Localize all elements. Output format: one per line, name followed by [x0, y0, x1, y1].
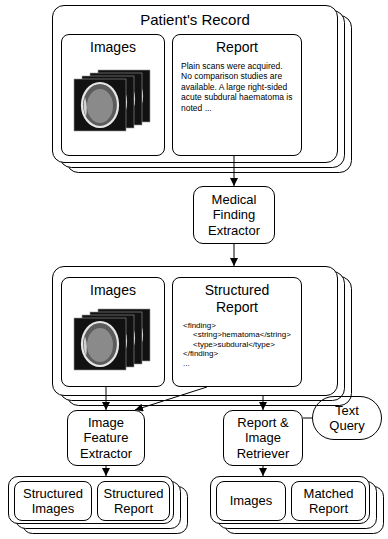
node-label: Medical Finding Extractor: [194, 192, 274, 238]
skull: [98, 316, 134, 360]
skull: [90, 319, 126, 363]
skull: [106, 74, 142, 118]
brain: [95, 86, 121, 120]
node-label: Patient's Record: [53, 6, 337, 29]
record-stack: Images Structured Report<finding><string>…: [52, 266, 338, 396]
ct-frame: [90, 73, 142, 125]
process-box: Image Feature Extractor: [67, 410, 145, 466]
connector-arrow: [234, 244, 235, 266]
brain: [103, 83, 129, 117]
query-ellipse: Text Query: [312, 396, 382, 440]
ct-slice: [82, 76, 134, 128]
node-body-text: </finding>: [173, 349, 301, 358]
ct-frame: [90, 312, 142, 364]
node-label: Report & Image Retriever: [224, 415, 302, 461]
node-label: Text Query: [313, 403, 381, 434]
stack-sheet: [53, 6, 338, 163]
connector-arrow: [263, 396, 264, 410]
skull: [82, 322, 118, 366]
connector-arrow: [303, 418, 312, 419]
ct-frame: [82, 315, 134, 367]
node-label: Report: [173, 35, 301, 56]
process-box: Medical Finding Extractor: [193, 186, 275, 244]
ct-frame: [98, 70, 150, 122]
ct-slice: [82, 315, 134, 367]
node-label: Matched Report: [292, 486, 365, 517]
node-label: Structured Report: [98, 486, 169, 517]
ct-slice: [74, 318, 126, 370]
node-body-text: ...: [173, 359, 301, 368]
haematoma: [92, 94, 95, 114]
ct-slice: [98, 309, 150, 361]
report-box: ReportPlain scans were acquired. No comp…: [172, 34, 302, 156]
process-box: Report & Image Retriever: [223, 410, 303, 466]
node-label: Images: [62, 278, 164, 299]
node-body-text: <finding>: [173, 315, 301, 330]
output-box: Matched Report: [291, 481, 366, 521]
node-label: Images: [62, 35, 164, 56]
ct-slice: [98, 70, 150, 122]
ct-frame: [74, 79, 126, 131]
node-label: Structured Report: [191, 278, 283, 315]
brain: [111, 319, 137, 353]
haematoma: [108, 327, 111, 347]
report-box: Structured Report<finding><string>hemato…: [172, 277, 302, 387]
images-box: Images: [61, 34, 165, 156]
stack-sheet: [9, 477, 174, 524]
haematoma: [100, 91, 103, 111]
ct-frame: [74, 318, 126, 370]
stack-sheet: [53, 267, 338, 396]
skull: [90, 80, 126, 124]
skull: [82, 83, 118, 127]
haematoma: [84, 336, 87, 356]
record-stack: Patient's RecordImages ReportPlain scans …: [52, 5, 338, 163]
skull: [98, 77, 134, 121]
ct-frame: [82, 76, 134, 128]
connector-arrow: [234, 156, 235, 186]
output-box: Structured Report: [97, 481, 170, 521]
node-label: Images: [227, 493, 276, 508]
output-box: Structured Images: [14, 481, 92, 521]
ct-slice: [90, 312, 142, 364]
ct-frame: [98, 309, 150, 361]
stack-layers: [9, 6, 384, 534]
node-label: Image Feature Extractor: [68, 415, 144, 461]
connector-arrow: [135, 387, 207, 410]
haematoma: [100, 330, 103, 350]
brain: [103, 322, 129, 356]
brain: [95, 325, 121, 359]
haematoma: [92, 333, 95, 353]
node-body-text: Plain scans were acquired. No comparison…: [173, 56, 301, 114]
connector-arrow: [106, 387, 107, 410]
output-stack: Structured ImagesStructured Report: [8, 476, 174, 524]
ct-slice: [90, 73, 142, 125]
brain: [111, 80, 137, 114]
node-body-text: <string>hematoma</string>: [173, 330, 301, 339]
output-box: Images: [216, 481, 286, 521]
brain: [87, 328, 113, 362]
haematoma: [108, 88, 111, 108]
skull: [106, 313, 142, 357]
connector-arrow: [106, 466, 107, 476]
output-stack: Images Matched Report: [210, 476, 370, 524]
connector-arrow: [263, 466, 264, 476]
brain: [87, 89, 113, 123]
stack-sheet: [211, 477, 370, 524]
haematoma: [84, 97, 87, 117]
node-body-text: <type>subdural</type>: [173, 340, 301, 349]
connectors: [106, 156, 312, 476]
node-label: Structured Images: [15, 486, 91, 517]
images-box: Images: [61, 277, 165, 387]
ct-slice: [74, 79, 126, 131]
